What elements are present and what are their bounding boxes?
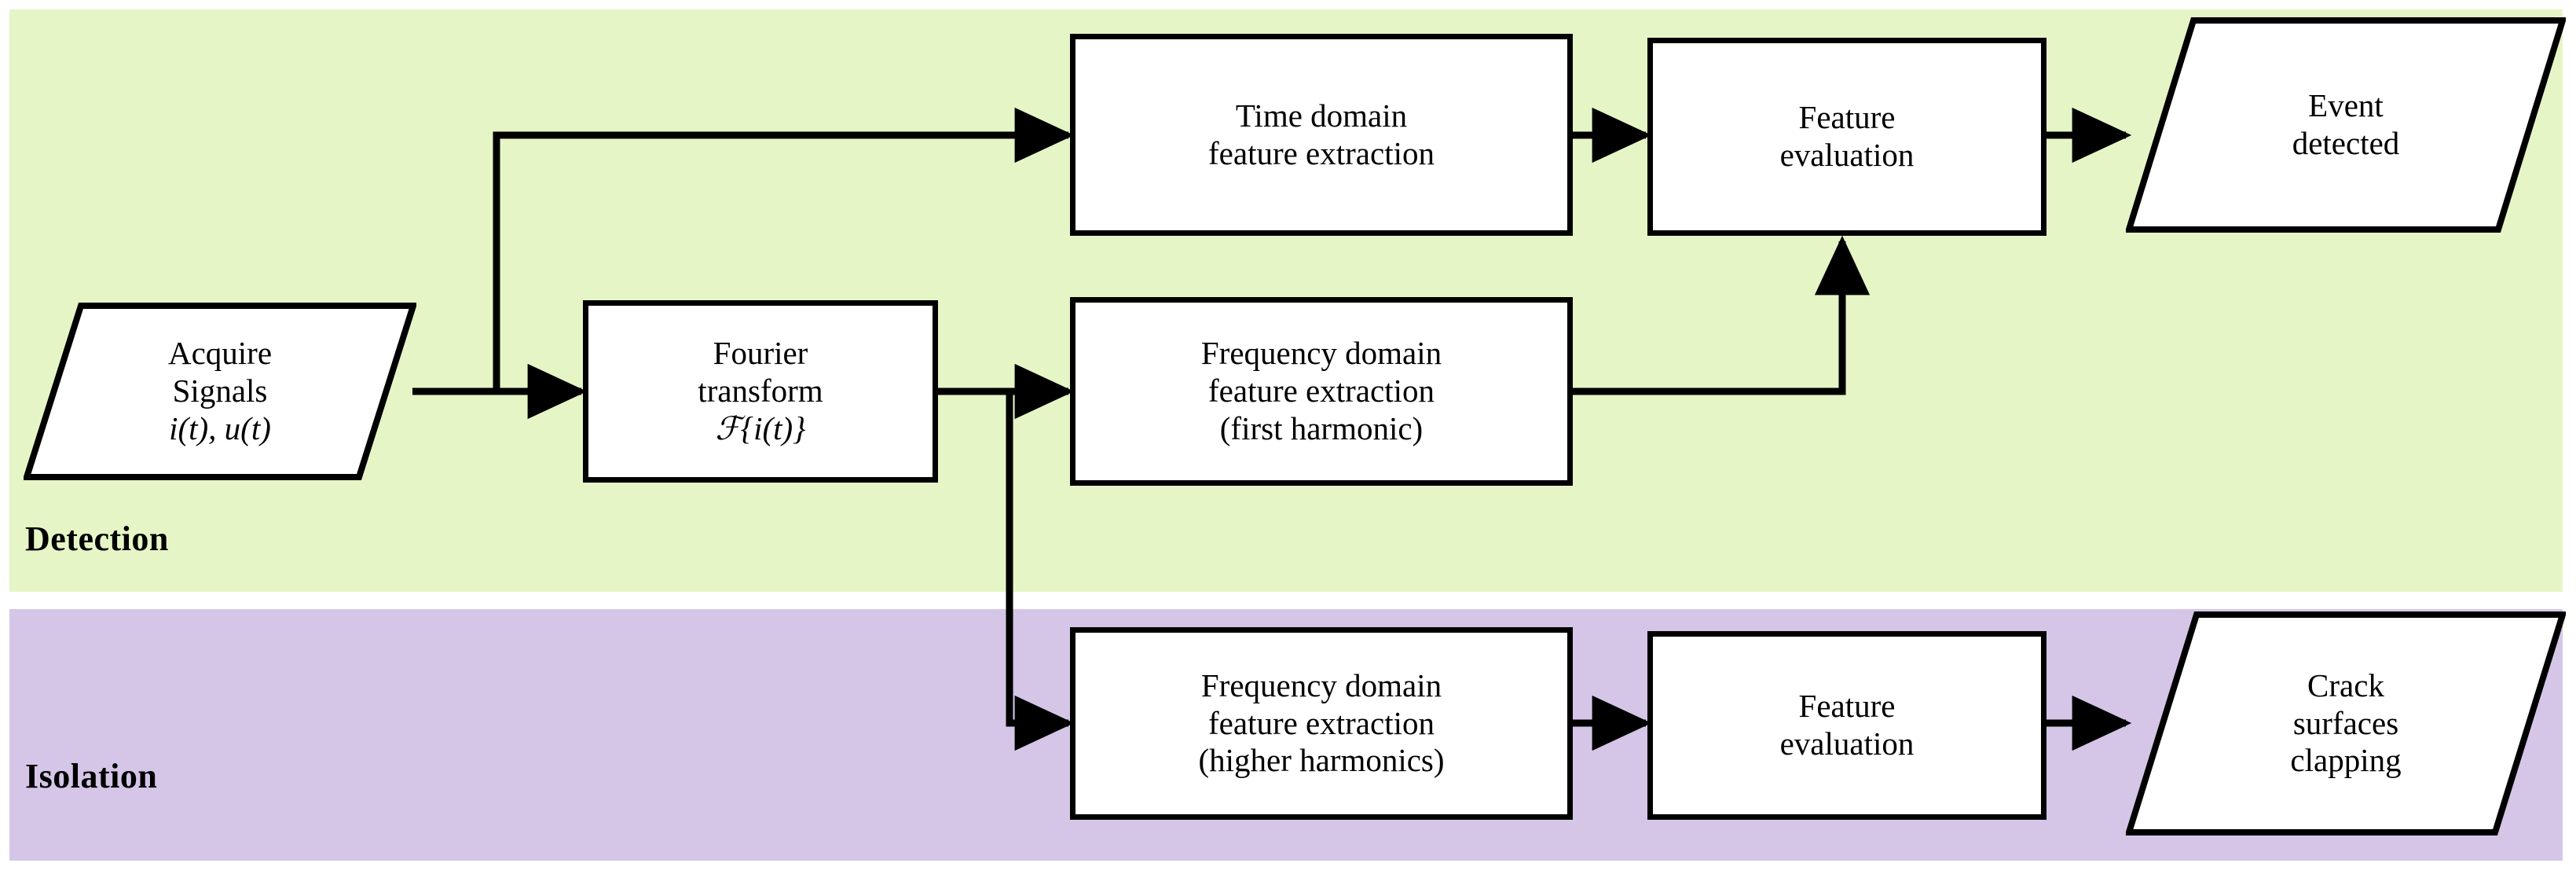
node-line-3: clapping: [2290, 742, 2402, 779]
node-line-2: evaluation: [1779, 137, 1915, 173]
node-line-2: transform: [698, 373, 823, 409]
node-line-1: Feature: [1798, 99, 1896, 136]
node-line-1: Crack: [2307, 667, 2384, 703]
node-line-1: Event: [2308, 87, 2384, 124]
node-line-3: (first harmonic): [1219, 409, 1424, 446]
node-line-1: Time domain: [1235, 97, 1408, 134]
node-event-detected[interactable]: Event detected: [2126, 17, 2566, 233]
node-line-3: (higher harmonics): [1198, 742, 1445, 779]
node-feature-evaluation-isolation[interactable]: Feature evaluation: [1647, 631, 2047, 820]
node-line-2: detected: [2292, 125, 2400, 161]
node-line-2: feature extraction: [1208, 373, 1435, 409]
node-feature-evaluation-detection[interactable]: Feature evaluation: [1647, 38, 2047, 236]
parallelogram-shape: [24, 303, 416, 480]
node-line-1: Feature: [1798, 688, 1896, 725]
node-time-domain-feature-extraction[interactable]: Time domain feature extraction: [1070, 34, 1573, 236]
node-line-2: evaluation: [1779, 725, 1915, 762]
node-line-2: feature extraction: [1208, 134, 1435, 171]
node-line-2: feature extraction: [1208, 704, 1435, 741]
node-line-3: i(t), u(t): [169, 409, 271, 446]
node-line-2: surfaces: [2292, 704, 2399, 741]
node-line-1: Fourier: [713, 335, 808, 372]
node-fourier-transform[interactable]: Fourier transform ℱ{i(t)}: [583, 300, 938, 483]
node-line-1: Frequency domain: [1200, 667, 1442, 703]
node-crack-surfaces-clapping[interactable]: Crack surfaces clapping: [2126, 611, 2566, 835]
node-acquire-signals[interactable]: Acquire Signals i(t), u(t): [24, 303, 416, 480]
parallelogram-shape: [2126, 17, 2566, 233]
node-line-1: Acquire: [167, 335, 273, 372]
node-freq-domain-first-harmonic[interactable]: Frequency domain feature extraction (fir…: [1070, 297, 1573, 486]
node-freq-domain-higher-harmonics[interactable]: Frequency domain feature extraction (hig…: [1070, 627, 1573, 820]
detection-band-label: Detection: [25, 520, 169, 558]
node-line-3: ℱ{i(t)}: [715, 409, 806, 446]
node-line-2: Signals: [172, 373, 268, 409]
node-line-1: Frequency domain: [1200, 335, 1442, 372]
isolation-band-label: Isolation: [25, 757, 158, 795]
parallelogram-shape: [2126, 611, 2566, 835]
